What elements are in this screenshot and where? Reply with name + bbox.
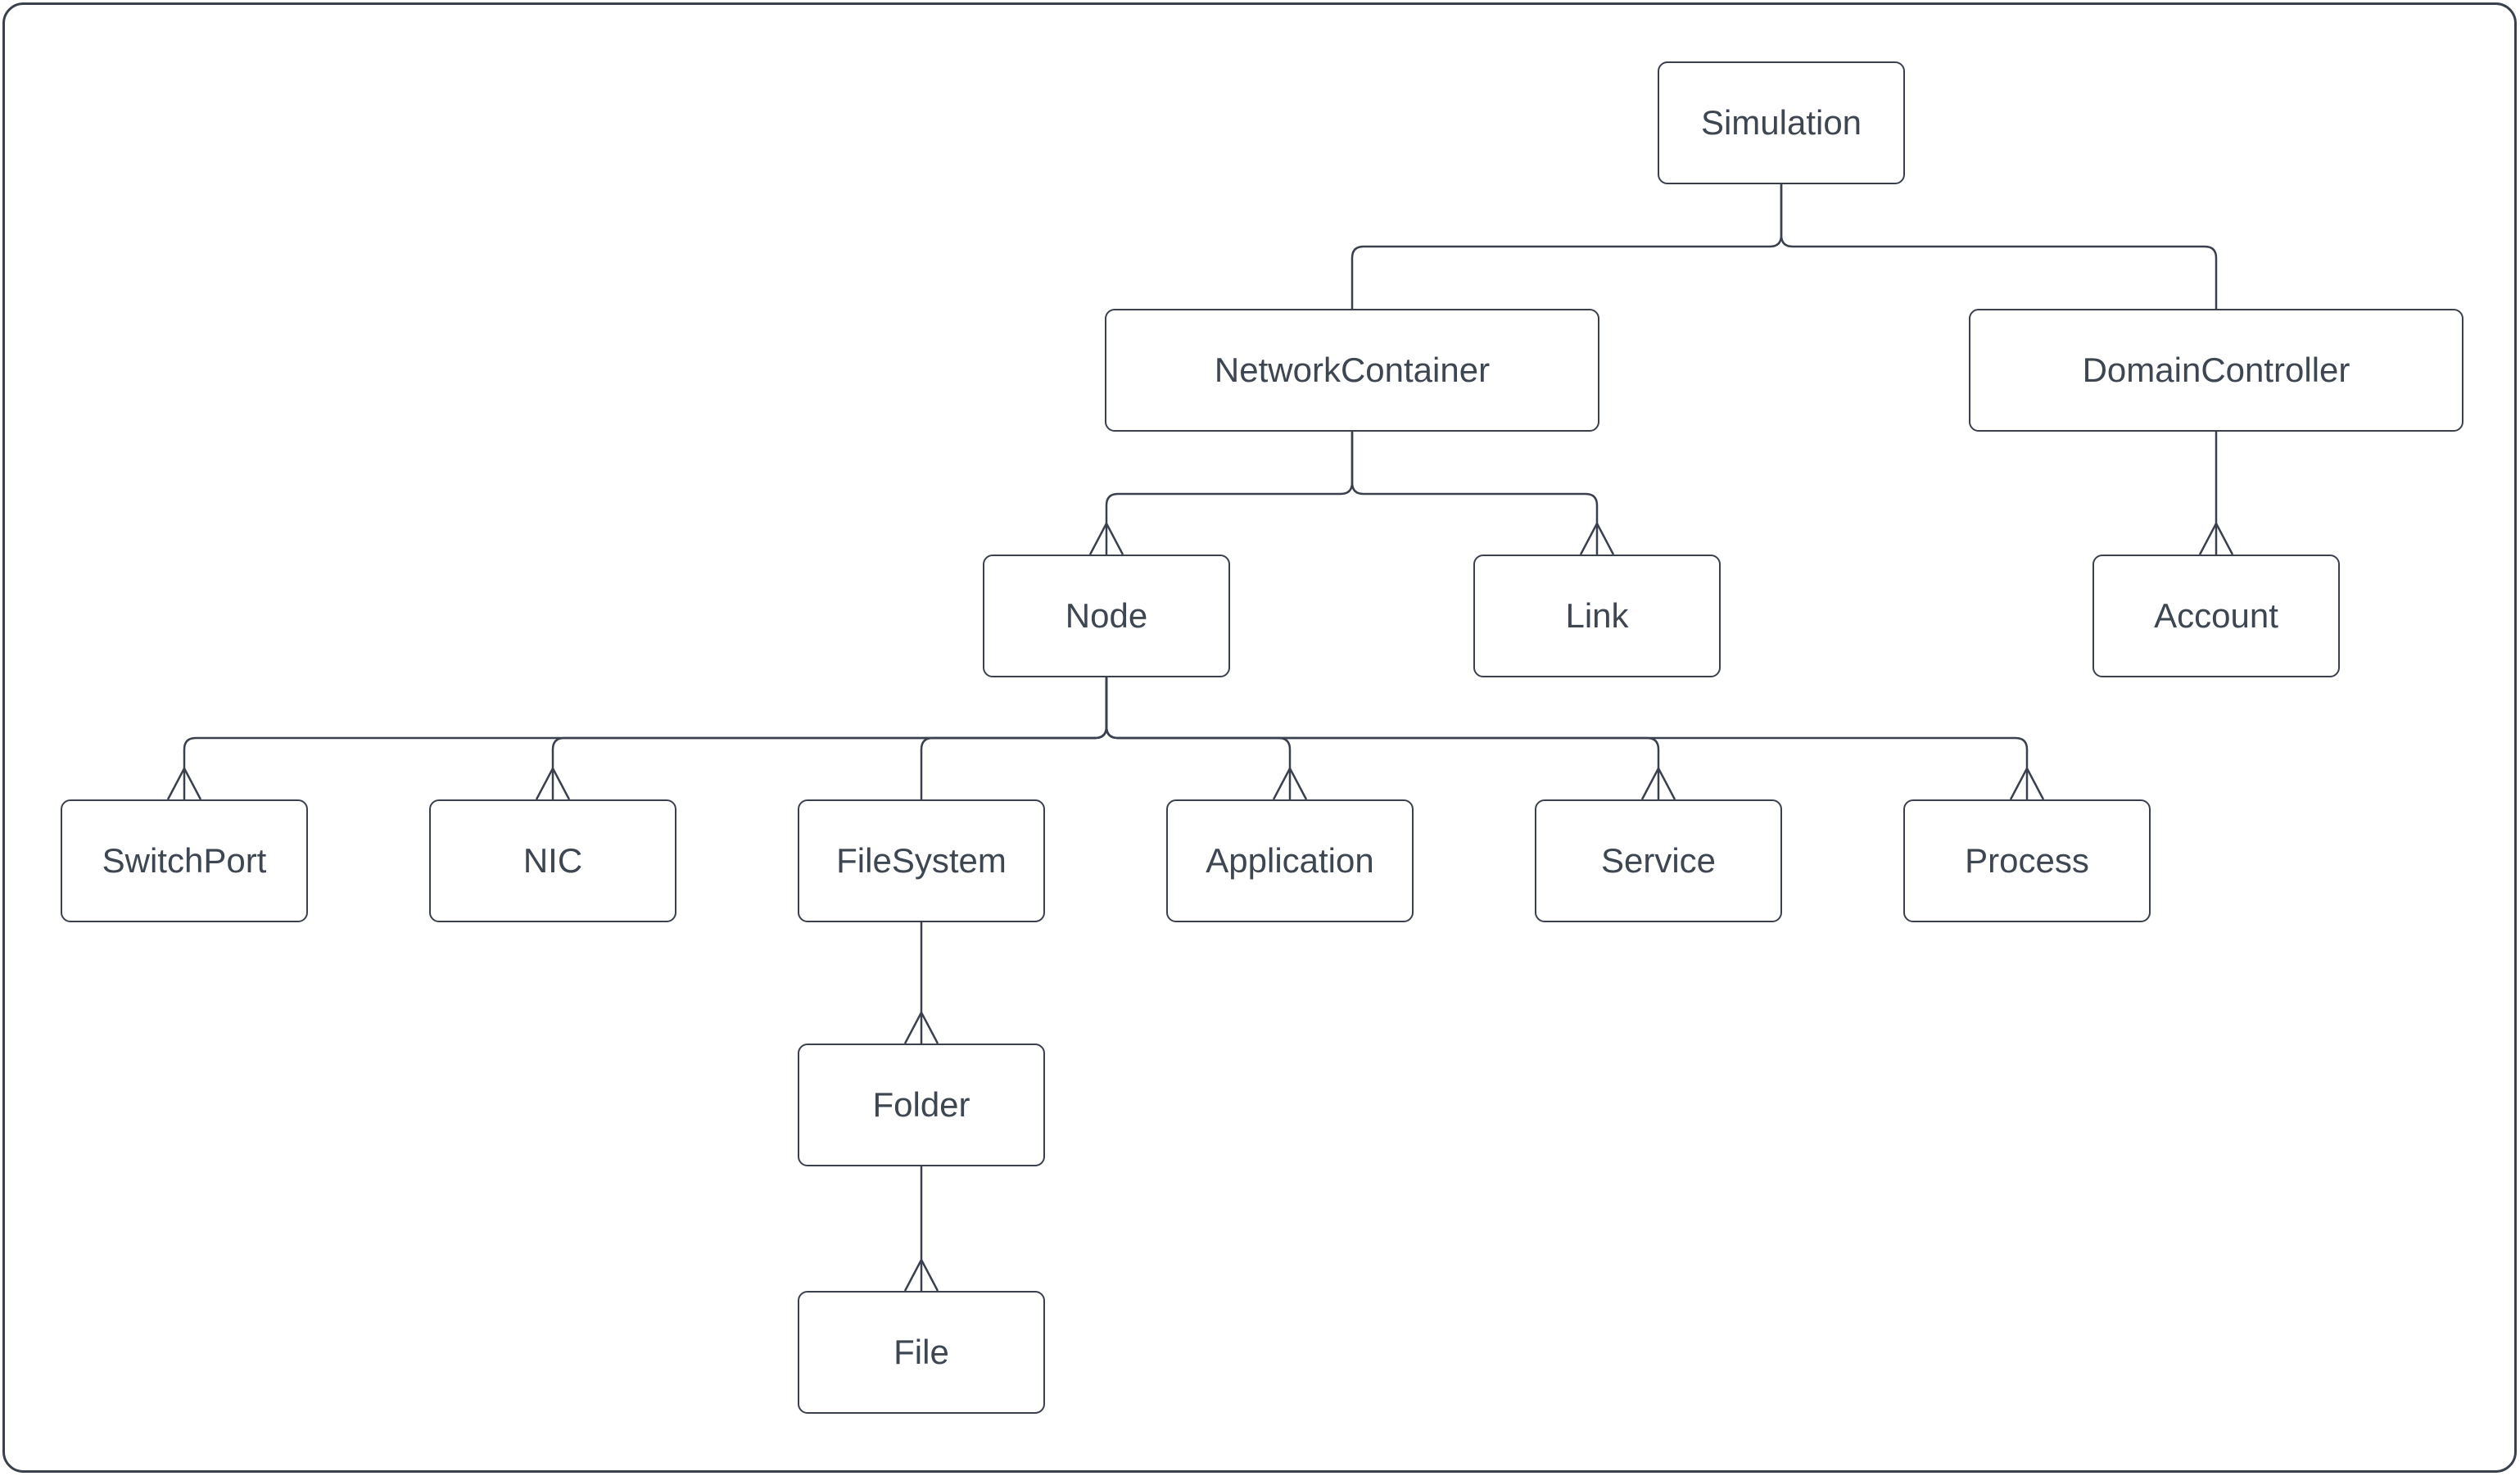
shape-application[interactable]: Application (1166, 799, 1414, 922)
open-arrowhead (1088, 521, 1124, 555)
shape-network-container[interactable]: NetworkContainer (1105, 309, 1599, 432)
node-label: Account (2154, 595, 2278, 635)
shape-nic[interactable]: NIC (429, 799, 676, 922)
shape-node[interactable]: Node (983, 555, 1230, 677)
shape-service[interactable]: Service (1535, 799, 1782, 922)
open-arrowhead (1640, 766, 1676, 800)
open-arrowhead (2198, 521, 2234, 555)
node-label: SwitchPort (102, 840, 267, 880)
shape-simulation[interactable]: Simulation (1658, 61, 1905, 184)
edge-file-system-folder[interactable] (903, 922, 939, 1044)
shape-account[interactable]: Account (2092, 555, 2340, 677)
shape-link[interactable]: Link (1473, 555, 1721, 677)
open-arrowhead (166, 766, 202, 800)
edge-simulation-domain-controller[interactable] (1780, 184, 2218, 309)
shape-domain-controller[interactable]: DomainController (1969, 309, 2463, 432)
open-arrowhead (1579, 521, 1615, 555)
open-arrowhead (2009, 766, 2045, 800)
shape-file[interactable]: File (798, 1291, 1045, 1414)
edge-node-process[interactable] (1105, 677, 2045, 800)
edge-domain-controller-account[interactable] (2198, 432, 2234, 555)
node-label: Service (1600, 840, 1717, 880)
shape-process[interactable]: Process (1903, 799, 2151, 922)
open-arrowhead (1272, 766, 1308, 800)
edge-network-container-node[interactable] (1088, 432, 1354, 555)
node-label: FileSystem (836, 840, 1007, 880)
edge-network-container-link[interactable] (1350, 432, 1615, 555)
node-label: Application (1206, 840, 1374, 880)
edge-simulation-network-container[interactable] (1350, 184, 1783, 309)
node-label: Simulation (1700, 102, 1862, 142)
node-label: Process (1965, 840, 2089, 880)
edge-folder-file[interactable] (903, 1166, 939, 1292)
shape-file-system[interactable]: FileSystem (798, 799, 1045, 922)
node-label: DomainController (2082, 350, 2350, 389)
node-label: NIC (523, 840, 583, 880)
shape-switch-port[interactable]: SwitchPort (61, 799, 308, 922)
shape-folder[interactable]: Folder (798, 1044, 1045, 1166)
open-arrowhead (903, 1010, 939, 1044)
node-label: NetworkContainer (1214, 350, 1491, 389)
open-arrowhead (903, 1257, 939, 1292)
open-arrowhead (535, 766, 571, 800)
edge-node-file-system[interactable] (920, 677, 1108, 799)
node-label: Link (1565, 595, 1629, 635)
node-label: File (894, 1332, 949, 1371)
node-label: Node (1065, 595, 1148, 635)
node-label: Folder (872, 1084, 970, 1124)
